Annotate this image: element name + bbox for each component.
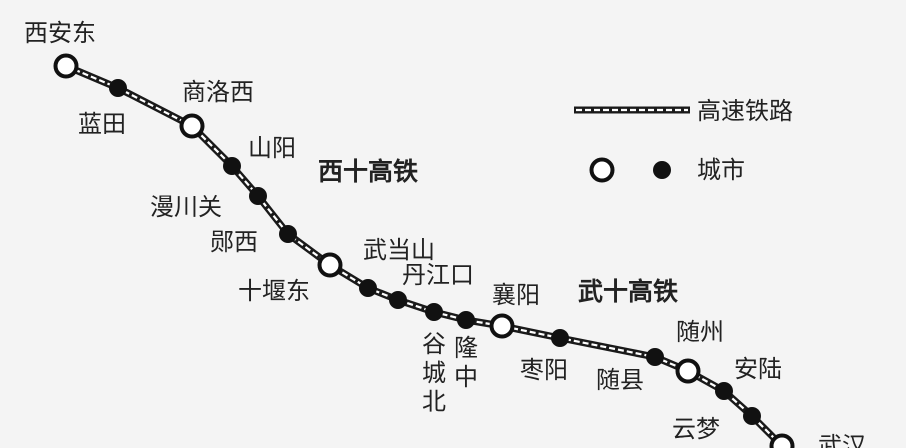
station-longzhong: [457, 311, 475, 329]
label-wudangshan: 武当山: [363, 236, 435, 264]
label-yunxi: 郧西: [210, 228, 258, 256]
legend-railway-label: 高速铁路: [697, 97, 793, 125]
station-suizhou: [675, 358, 701, 384]
station-yunxi: [279, 225, 297, 243]
label-shanyang: 山阳: [248, 134, 296, 162]
station-markers: [53, 53, 795, 448]
station-shiyan-dong: [317, 252, 343, 278]
label-manchuanguan: 漫川关: [150, 193, 222, 221]
legend: 高速铁路 城市: [574, 97, 793, 184]
station-yunmeng: [743, 407, 761, 425]
legend-city-label: 城市: [697, 156, 745, 184]
label-lantian: 蓝田: [78, 110, 126, 138]
label-shangluo-xi: 商洛西: [182, 78, 254, 106]
label-yunmeng: 云梦: [672, 415, 720, 443]
label-zaoyang: 枣阳: [520, 356, 568, 384]
station-danjiangkou: [389, 291, 407, 309]
line-name-wushi: 武十高铁: [578, 277, 678, 306]
line-name-xishi: 西十高铁: [318, 157, 418, 186]
station-manchuanguan: [249, 187, 267, 205]
station-labels: 西安东 蓝田 商洛西 山阳 漫川关 郧西 十堰东 武当山 丹江口 襄阳 枣阳 随…: [24, 19, 866, 448]
station-xiangyang: [489, 313, 515, 339]
label-suixian: 随县: [596, 366, 644, 394]
label-anlu: 安陆: [734, 355, 782, 383]
station-suixian: [646, 348, 664, 366]
label-longzhong: 隆中: [454, 334, 478, 391]
label-wuhan: 武汉: [818, 432, 866, 448]
station-shanyang: [223, 157, 241, 175]
station-xian-dong: [53, 53, 79, 79]
station-zaoyang: [551, 329, 569, 347]
label-xiangyang: 襄阳: [492, 281, 540, 309]
legend-major-city-icon: [589, 157, 615, 183]
station-anlu: [715, 382, 733, 400]
station-shangluo-xi: [179, 113, 205, 139]
legend-city-icon: [653, 161, 671, 179]
label-shiyan-dong: 十堰东: [238, 277, 310, 305]
label-xian-dong: 西安东: [24, 19, 96, 47]
railway-inner: [65, 64, 783, 447]
label-danjiangkou: 丹江口: [402, 261, 474, 289]
label-gucheng-bei: 谷城北: [422, 330, 446, 416]
label-suizhou: 随州: [676, 318, 724, 346]
station-lantian: [109, 79, 127, 97]
station-wudangshan: [359, 279, 377, 297]
station-gucheng-bei: [425, 303, 443, 321]
station-wuhan: [769, 433, 795, 448]
